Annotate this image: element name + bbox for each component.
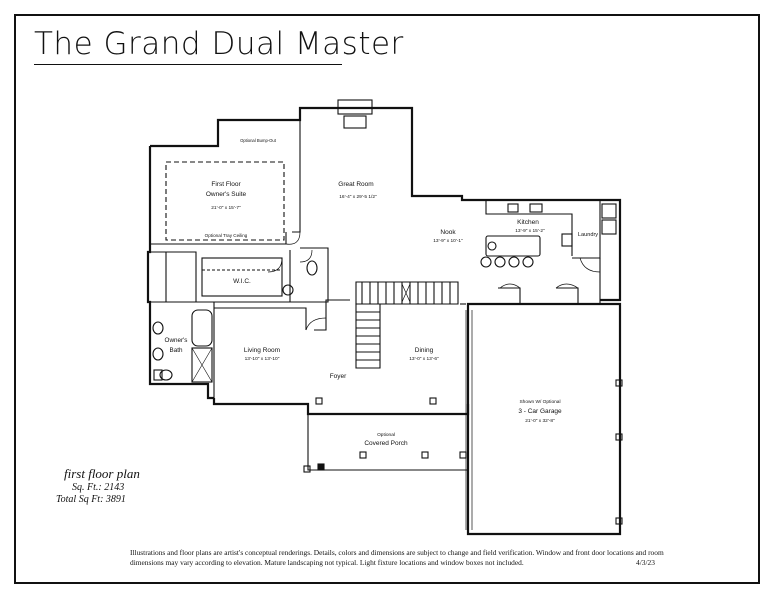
nook-dims: 13'-9" x 10'-1" [433, 238, 463, 244]
dining-dims: 13'-0" x 13'-6" [409, 356, 439, 362]
living-room-dims: 13'-10" x 13'-10" [245, 356, 280, 362]
revision-date: 4/3/23 [636, 558, 655, 567]
owners-suite-label-line2: Owner's Suite [206, 191, 247, 198]
nook-label: Nook [440, 229, 456, 236]
dining-label: Dining [415, 347, 434, 354]
porch-note: Optional [377, 432, 395, 438]
great-room-dims: 16'-4" x 29'-5 1/2" [339, 194, 377, 200]
great-room-label: Great Room [338, 181, 373, 188]
living-room-label: Living Room [244, 347, 280, 354]
garage-dims: 21'-0" x 32'-8" [525, 418, 555, 424]
kitchen-label: Kitchen [517, 219, 539, 226]
owners-suite-dims: 21'-0" x 15'-7" [211, 205, 241, 211]
porch-label: Covered Porch [364, 440, 408, 447]
tray-ceiling-note: Optional Tray Ceiling [205, 233, 248, 238]
foyer-label: Foyer [330, 373, 347, 380]
plan-heading: first floor plan [64, 466, 140, 481]
page-title: The Grand Dual Master [34, 26, 404, 62]
plan-info: first floor plan Sq. Ft.: 2143 Total Sq … [52, 466, 140, 506]
owners-bath-label-line2: Bath [170, 347, 183, 354]
garage-note: Shown W/ Optional [519, 399, 560, 405]
kitchen-dims: 13'-9" x 15'-2" [515, 228, 545, 234]
owners-bath-label-line1: Owner's [165, 337, 188, 344]
exterior-wall [150, 106, 622, 302]
bump-out-note: Optional Bump-Out [240, 138, 277, 143]
garage-label: 3 - Car Garage [518, 408, 562, 415]
plan-total-sq-ft: Total Sq Ft: 3891 [56, 494, 126, 505]
title-underline [34, 64, 342, 65]
wic-label: W.I.C. [233, 278, 251, 285]
plan-sq-ft: Sq. Ft.: 2143 [72, 482, 125, 493]
owners-suite-label-line1: First Floor [211, 181, 241, 188]
laundry-label: Laundry [578, 232, 598, 238]
disclaimer-text: Illustrations and floor plans are artist… [130, 548, 664, 567]
